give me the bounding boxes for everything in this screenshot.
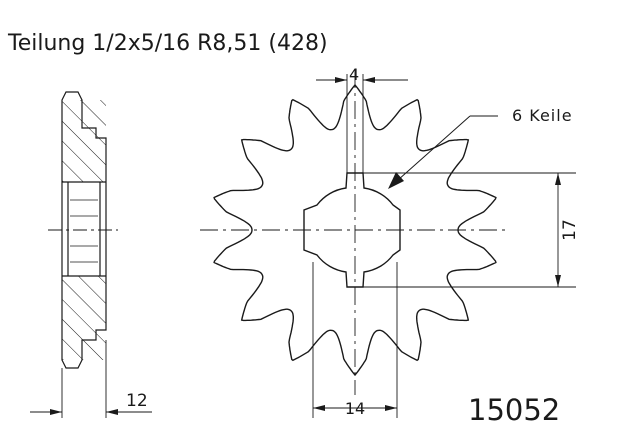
hub-width-dimension-label: 14 (345, 399, 365, 418)
splines-label: 6 Keile (512, 106, 573, 125)
side-hatch-top (62, 100, 106, 182)
thickness-dimension-label: 12 (126, 391, 148, 411)
spline-height-dimension-label: 17 (560, 219, 580, 241)
side-hatch-bottom (62, 276, 106, 360)
part-number: 15052 (468, 393, 560, 427)
side-view (30, 91, 152, 418)
spec-title: Teilung 1/2x5/16 R8,51 (428) (7, 31, 328, 56)
front-view (200, 70, 576, 418)
width-dimension-label: 4 (349, 65, 359, 84)
